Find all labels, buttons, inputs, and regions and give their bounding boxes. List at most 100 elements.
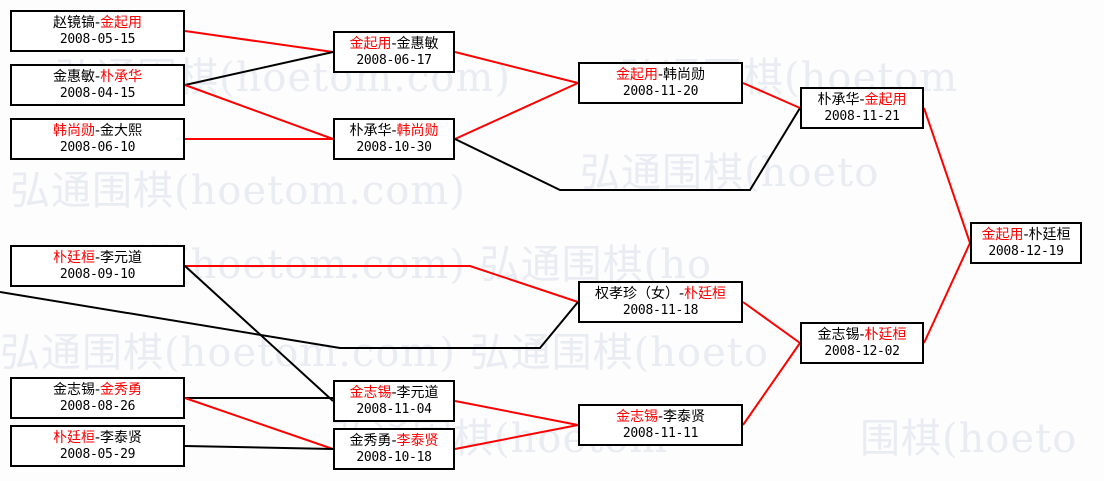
player-separator: - [391,432,397,449]
match-date: 2008-12-02 [824,343,900,359]
player-right: 李元道 [100,249,143,266]
connector-n8-to-n13 [185,265,579,303]
match-players: 赵镜镐-金起用 [53,15,142,32]
player-right: 金起用 [864,91,907,108]
match-players: 韩尚勋-金大熙 [53,123,142,140]
match-date: 2008-10-30 [356,139,432,155]
player-left: 韩尚勋 [52,122,95,139]
player-right: 金大熙 [100,122,143,139]
match-date: 2008-06-10 [59,139,136,155]
match-date: 2008-11-11 [622,425,699,441]
connector-n10-to-n12 [184,445,334,450]
connector-n13-to-n15 [742,301,801,344]
match-date: 2008-11-21 [824,108,900,124]
match-date: 2008-08-26 [59,398,136,414]
connector-left-edge-to-n13 [0,291,579,349]
player-left: 金志锡 [52,381,95,398]
player-right: 李元道 [396,384,439,401]
player-separator: - [657,408,664,425]
player-separator: - [657,66,664,83]
player-left: 金秀勇 [349,432,392,449]
player-separator: - [859,91,865,108]
player-left: 朴廷桓 [52,429,95,446]
player-separator: - [94,249,101,266]
match-players: 金志锡-李泰贤 [616,409,705,426]
match-date: 2008-12-19 [988,243,1064,259]
player-left: 朴廷桓 [52,249,95,266]
player-right: 韩尚勋 [663,66,706,83]
player-right: 朴承华 [100,68,143,85]
player-separator: - [678,285,685,302]
connector-n11-to-n14 [454,400,579,426]
match-players: 朴承华-金起用 [817,92,906,109]
match-date: 2008-05-29 [59,446,136,462]
player-separator: - [859,326,865,343]
match-players: 权孝珍（女）-朴廷桓 [595,286,726,303]
match-players: 金起用-韩尚勋 [616,67,705,84]
match-players: 金志锡-金秀勇 [53,382,142,399]
player-right: 韩尚勋 [396,122,439,139]
match-players: 金志锡-朴廷桓 [817,327,906,344]
match-players: 金志锡-李元道 [349,385,438,402]
match-players: 金惠敏-朴承华 [53,69,142,86]
player-separator: - [94,381,101,398]
connector-n5-to-n6 [454,82,579,140]
match-players: 金秀勇-李泰贤 [349,433,438,450]
connector-n2-to-n4 [184,51,334,86]
connector-n4-to-n6 [454,51,579,84]
player-separator: - [391,35,397,52]
player-left: 金志锡 [349,384,392,401]
player-right: 金秀勇 [100,381,143,398]
player-right: 李泰贤 [396,432,439,449]
connector-n9-to-n12 [184,397,334,450]
player-right: 朴廷桓 [684,285,727,302]
match-date: 2008-11-18 [622,302,699,318]
connector-n7-to-n16 [923,107,971,244]
connector-n1-to-n4 [184,30,334,53]
match-players: 金起用-朴廷桓 [981,227,1070,244]
match-date: 2008-10-18 [356,449,432,465]
player-right: 金惠敏 [396,35,439,52]
player-right: 朴廷桓 [864,326,907,343]
player-separator: - [94,429,101,446]
match-players: 朴廷桓-李泰贤 [53,430,142,447]
match-date: 2008-11-20 [622,83,699,99]
connector-n12-to-n14 [454,424,579,450]
match-players: 朴承华-韩尚勋 [349,123,438,140]
connector-n6-to-n7 [742,82,801,109]
match-players: 朴廷桓-李元道 [53,250,142,267]
connector-n14-to-n15 [742,342,801,426]
connector-n8-to-n11 [184,265,334,402]
player-separator: - [391,384,397,401]
player-right: 李泰贤 [663,408,706,425]
connector-n15-to-n16 [923,242,971,344]
player-separator: - [391,122,397,139]
player-separator: - [94,14,101,31]
player-left: 金志锡 [615,408,658,425]
player-right: 金起用 [100,14,143,31]
player-separator: - [1023,226,1029,243]
player-left: 金起用 [615,66,658,83]
match-players: 金起用-金惠敏 [349,36,438,53]
player-left: 朴承华 [349,122,392,139]
player-separator: - [94,68,101,85]
player-right: 李泰贤 [100,429,143,446]
